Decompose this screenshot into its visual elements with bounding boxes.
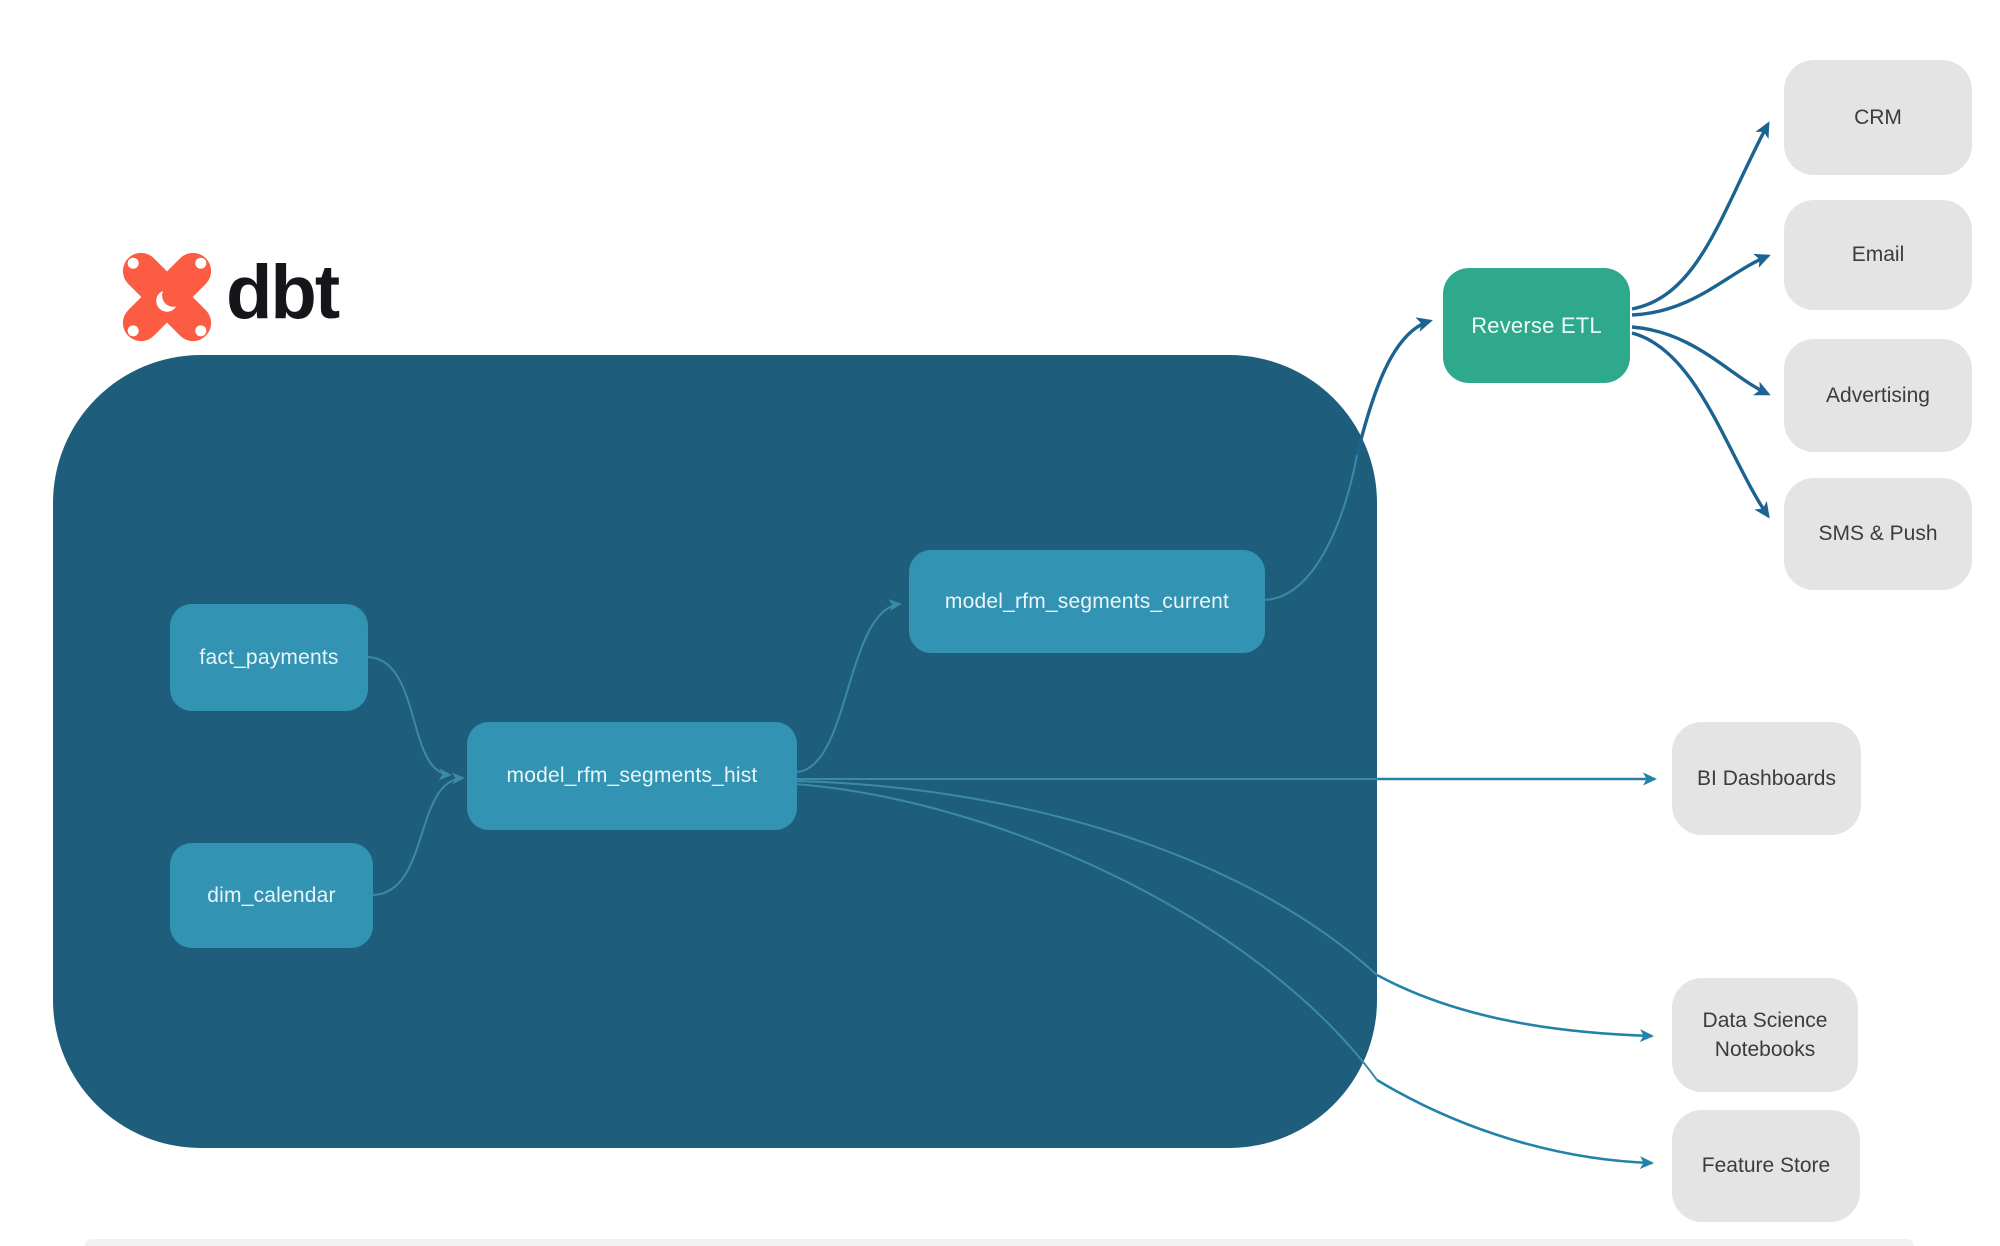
edge-reverse-etl-to-email	[1631, 253, 1771, 317]
node-advertising: Advertising	[1784, 339, 1972, 452]
node-dim-calendar: dim_calendar	[170, 843, 373, 948]
node-label: model_rfm_segments_current	[944, 589, 1230, 613]
node-feature-store: Feature Store	[1672, 1110, 1860, 1222]
node-label: Feature Store	[1701, 1154, 1831, 1178]
edge-reverse-etl-to-advertising	[1631, 325, 1771, 396]
dbt-logo-text: dbt	[226, 250, 340, 335]
node-crm: CRM	[1784, 60, 1972, 175]
bottom-crop-edge	[85, 1239, 1914, 1246]
node-sms-push: SMS & Push	[1784, 478, 1972, 590]
edge-reverse-etl-to-crm	[1631, 121, 1770, 311]
node-label: dim_calendar	[207, 883, 336, 907]
node-data-science-notebooks: Data Science Notebooks	[1672, 978, 1858, 1092]
node-model-rfm-segments-hist: model_rfm_segments_hist	[467, 722, 797, 830]
node-fact-payments: fact_payments	[170, 604, 368, 711]
node-label: SMS & Push	[1818, 522, 1938, 546]
dbt-logo-icon	[122, 252, 212, 342]
node-label: Advertising	[1826, 383, 1930, 407]
node-email: Email	[1784, 200, 1972, 310]
node-reverse-etl: Reverse ETL	[1443, 268, 1630, 383]
node-label: Reverse ETL	[1471, 312, 1602, 338]
dbt-logo: dbt	[118, 248, 340, 346]
edge-reverse-etl-to-sms-push	[1631, 331, 1770, 519]
node-label: fact_payments	[199, 645, 339, 669]
node-label: CRM	[1854, 105, 1902, 129]
node-label: Email	[1851, 243, 1905, 267]
node-bi-dashboards: BI Dashboards	[1672, 722, 1861, 835]
node-label: model_rfm_segments_hist	[506, 764, 758, 787]
node-model-rfm-segments-current: model_rfm_segments_current	[909, 550, 1265, 653]
edge-current-to-reverse-etl	[1355, 317, 1433, 456]
edge-to-feature-store	[1376, 1078, 1654, 1170]
edge-to-data-science-notebooks	[1376, 973, 1654, 1043]
node-label: BI Dashboards	[1697, 766, 1836, 790]
node-label: Data Science Notebooks	[1702, 1008, 1828, 1061]
